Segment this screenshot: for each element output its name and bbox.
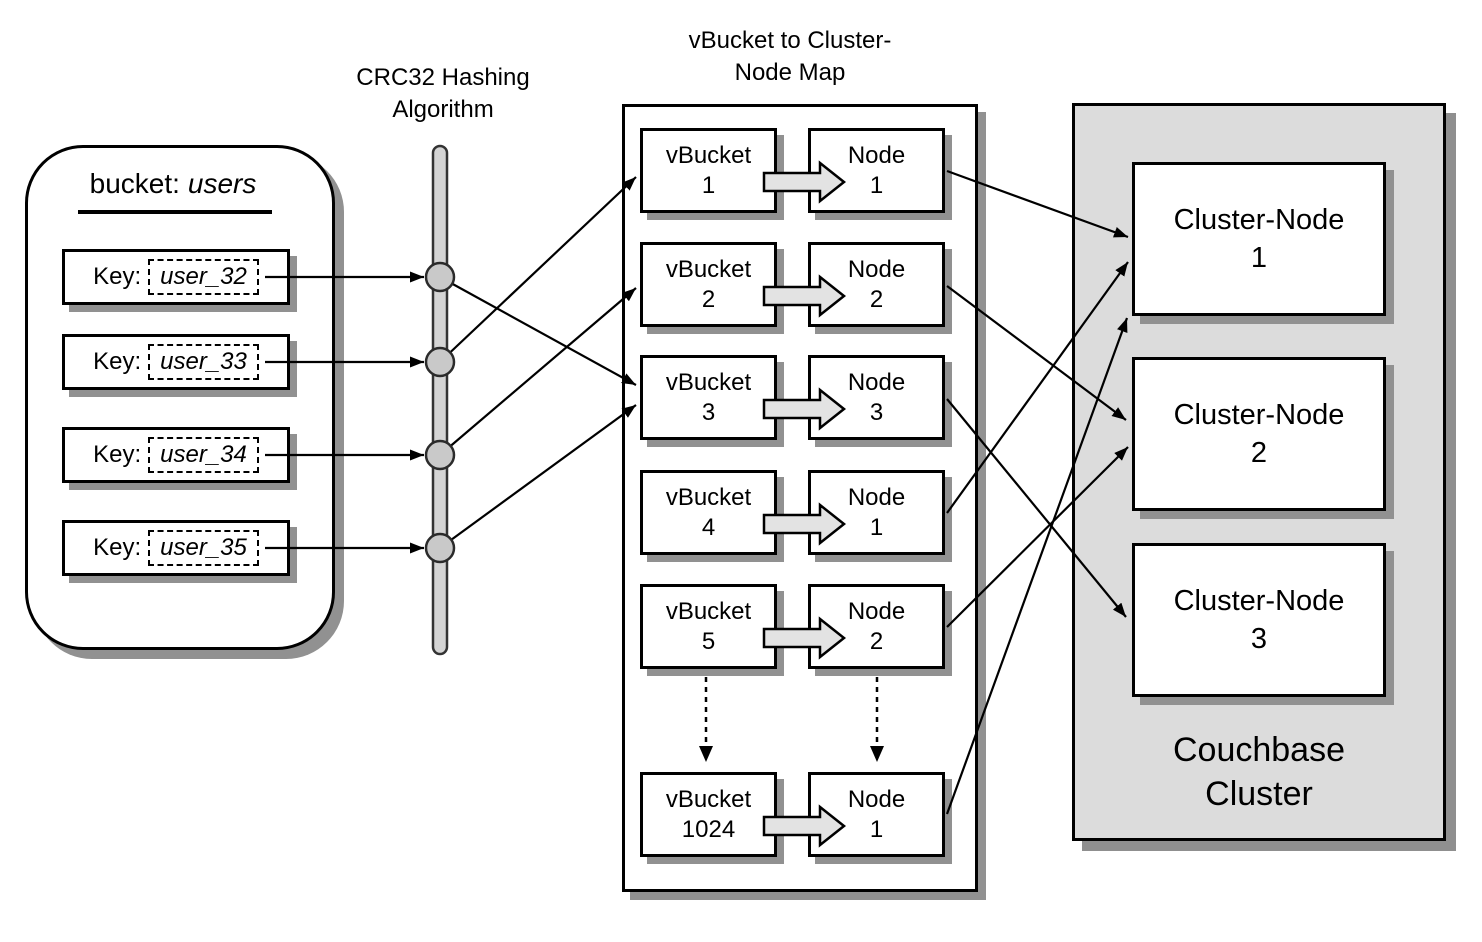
key-label: Key: — [93, 263, 142, 290]
key-label: Key: — [93, 534, 142, 561]
key-box-user-35: Key: user_35 — [62, 520, 290, 576]
key-value: user_32 — [148, 259, 259, 295]
vbucket-label: vBucket — [665, 368, 752, 396]
vbucket-label: vBucket — [665, 141, 752, 169]
cluster-node-box-1: Cluster-Node 1 — [1132, 162, 1386, 316]
couchbase-cluster-caption: Couchbase Cluster — [1072, 728, 1446, 816]
vbucket-box-5: vBucket 5 — [640, 584, 777, 669]
vbucket-map-title-line1: vBucket to Cluster- — [688, 27, 892, 54]
bucket-title-prefix: bucket: — [89, 168, 180, 199]
cluster-node-label: Cluster-Node — [1173, 585, 1345, 617]
cluster-node-box-2: Cluster-Node 2 — [1132, 357, 1386, 511]
cluster-node-label: Cluster-Node — [1173, 204, 1345, 236]
node-label: Node — [847, 597, 906, 625]
hash-point-user-33 — [424, 346, 456, 378]
bucket-title: bucket:users — [48, 168, 298, 200]
node-id: 1 — [869, 513, 884, 541]
arrow-hash-user-35-to-vbucket-3 — [439, 404, 637, 549]
bucket-title-name: users — [187, 168, 257, 199]
key-box-user-33: Key: user_33 — [62, 334, 290, 390]
key-value: user_34 — [148, 437, 259, 473]
vbucket-id: 2 — [701, 285, 716, 313]
vbucket-box-4: vBucket 4 — [640, 470, 777, 555]
node-id: 2 — [869, 285, 884, 313]
node-box-row5: Node 2 — [808, 584, 945, 669]
couchbase-cluster-caption-line2: Cluster — [1205, 775, 1313, 813]
crc32-hash-label-line2: Algorithm — [392, 96, 494, 123]
vbucket-id: 1024 — [681, 815, 736, 843]
key-value: user_35 — [148, 530, 259, 566]
cluster-node-id: 2 — [1250, 437, 1268, 469]
vbucket-label: vBucket — [665, 255, 752, 283]
crc32-hash-bar — [431, 144, 449, 656]
vbucket-map-title: vBucket to Cluster- Node Map — [640, 25, 940, 89]
node-label: Node — [847, 785, 906, 813]
node-label: Node — [847, 368, 906, 396]
hash-point-user-35 — [424, 532, 456, 564]
hash-point-user-32 — [424, 261, 456, 293]
crc32-hash-label-line1: CRC32 Hashing — [356, 64, 530, 91]
node-label: Node — [847, 255, 906, 283]
node-label: Node — [847, 141, 906, 169]
vbucket-id: 1 — [701, 171, 716, 199]
vbucket-box-3: vBucket 3 — [640, 355, 777, 440]
arrow-hash-user-32-to-vbucket-3 — [439, 276, 637, 386]
couchbase-cluster-caption-line1: Couchbase — [1172, 731, 1345, 769]
crc32-hash-label: CRC32 Hashing Algorithm — [318, 62, 568, 126]
key-label: Key: — [93, 348, 142, 375]
cluster-node-id: 3 — [1250, 623, 1268, 655]
key-box-user-32: Key: user_32 — [62, 249, 290, 305]
node-box-row3: Node 3 — [808, 355, 945, 440]
cluster-node-label: Cluster-Node — [1173, 399, 1345, 431]
vbucket-id: 4 — [701, 513, 716, 541]
node-id: 1 — [869, 171, 884, 199]
arrow-hash-user-33-to-vbucket-1 — [439, 176, 637, 363]
key-value: user_33 — [148, 344, 259, 380]
vbucket-label: vBucket — [665, 785, 752, 813]
cluster-node-box-3: Cluster-Node 3 — [1132, 543, 1386, 697]
node-id: 3 — [869, 398, 884, 426]
vbucket-box-1024: vBucket 1024 — [640, 772, 777, 857]
vbucket-id: 3 — [701, 398, 716, 426]
node-box-row4: Node 1 — [808, 470, 945, 555]
key-box-user-34: Key: user_34 — [62, 427, 290, 483]
node-box-row1024: Node 1 — [808, 772, 945, 857]
node-box-row1: Node 1 — [808, 128, 945, 213]
vbucket-map-title-line2: Node Map — [734, 59, 846, 86]
node-label: Node — [847, 483, 906, 511]
vbucket-label: vBucket — [665, 597, 752, 625]
node-id: 1 — [869, 815, 884, 843]
cluster-node-id: 1 — [1250, 242, 1268, 274]
arrow-hash-user-34-to-vbucket-2 — [439, 287, 637, 456]
key-label: Key: — [93, 441, 142, 468]
vbucket-box-1: vBucket 1 — [640, 128, 777, 213]
bucket-title-underline — [78, 210, 272, 214]
vbucket-id: 5 — [701, 627, 716, 655]
vbucket-label: vBucket — [665, 483, 752, 511]
node-box-row2: Node 2 — [808, 242, 945, 327]
node-id: 2 — [869, 627, 884, 655]
hash-point-user-34 — [424, 439, 456, 471]
vbucket-box-2: vBucket 2 — [640, 242, 777, 327]
